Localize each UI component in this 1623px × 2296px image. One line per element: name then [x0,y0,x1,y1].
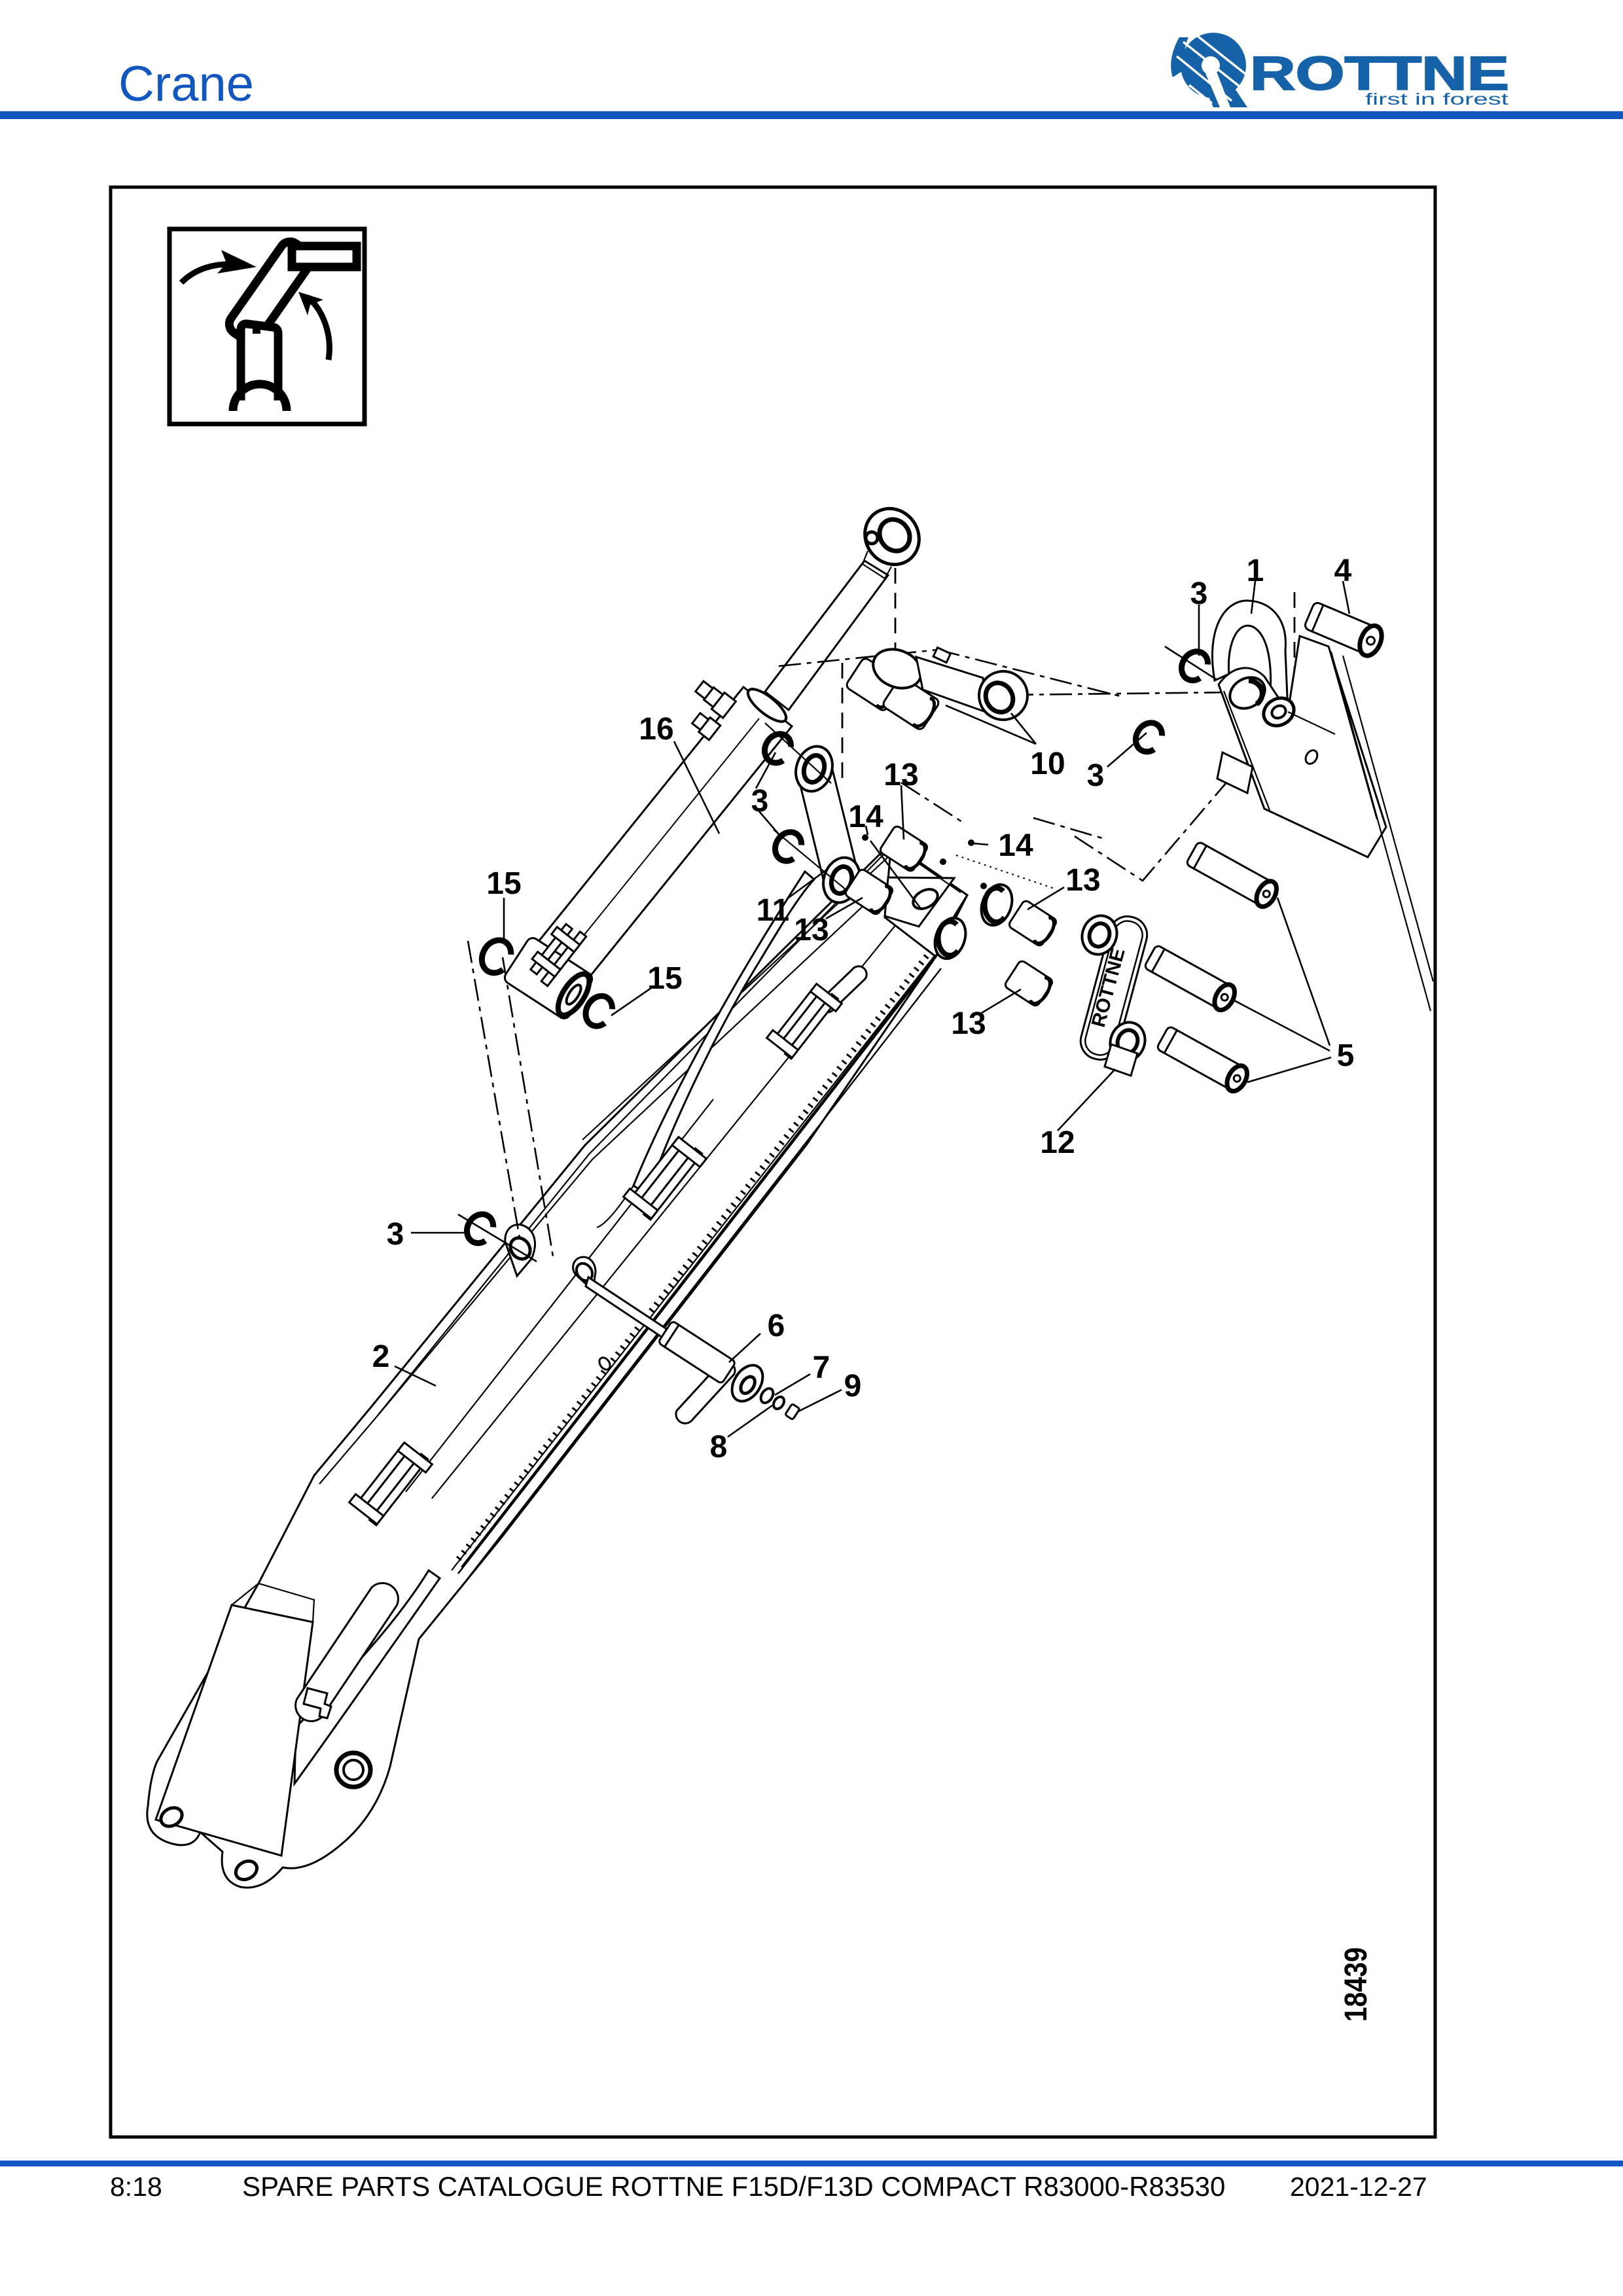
svg-text:11: 11 [757,893,790,928]
svg-text:3: 3 [387,1217,404,1252]
svg-text:Crane: Crane [118,56,254,112]
svg-text:3: 3 [1087,758,1105,793]
svg-text:3: 3 [751,784,769,819]
svg-text:16: 16 [639,712,673,747]
svg-text:8:18: 8:18 [110,2172,162,2202]
svg-text:first in forest: first in forest [1365,90,1508,109]
svg-text:ROTTNE: ROTTNE [1250,48,1509,100]
svg-text:5: 5 [1337,1038,1355,1073]
svg-text:7: 7 [813,1351,830,1385]
svg-text:13: 13 [1065,863,1100,898]
svg-text:13: 13 [794,913,829,947]
svg-text:14: 14 [998,828,1033,863]
svg-text:9: 9 [844,1369,862,1404]
svg-text:3: 3 [1190,576,1208,611]
svg-text:1: 1 [1247,554,1264,588]
svg-text:2021-12-27: 2021-12-27 [1290,2172,1427,2202]
svg-text:6: 6 [768,1309,785,1343]
svg-text:SPARE PARTS CATALOGUE ROTTNE F: SPARE PARTS CATALOGUE ROTTNE F15D/F13D C… [242,2171,1225,2202]
svg-text:13: 13 [951,1006,986,1041]
svg-text:8: 8 [710,1430,728,1464]
svg-text:18439: 18439 [1339,1947,1374,2022]
svg-text:2: 2 [372,1339,390,1374]
svg-text:15: 15 [647,961,682,996]
svg-text:12: 12 [1040,1125,1075,1160]
svg-text:14: 14 [848,800,883,834]
svg-text:10: 10 [1030,747,1065,781]
svg-text:4: 4 [1334,554,1352,588]
svg-text:15: 15 [486,866,521,901]
svg-text:13: 13 [883,758,918,792]
